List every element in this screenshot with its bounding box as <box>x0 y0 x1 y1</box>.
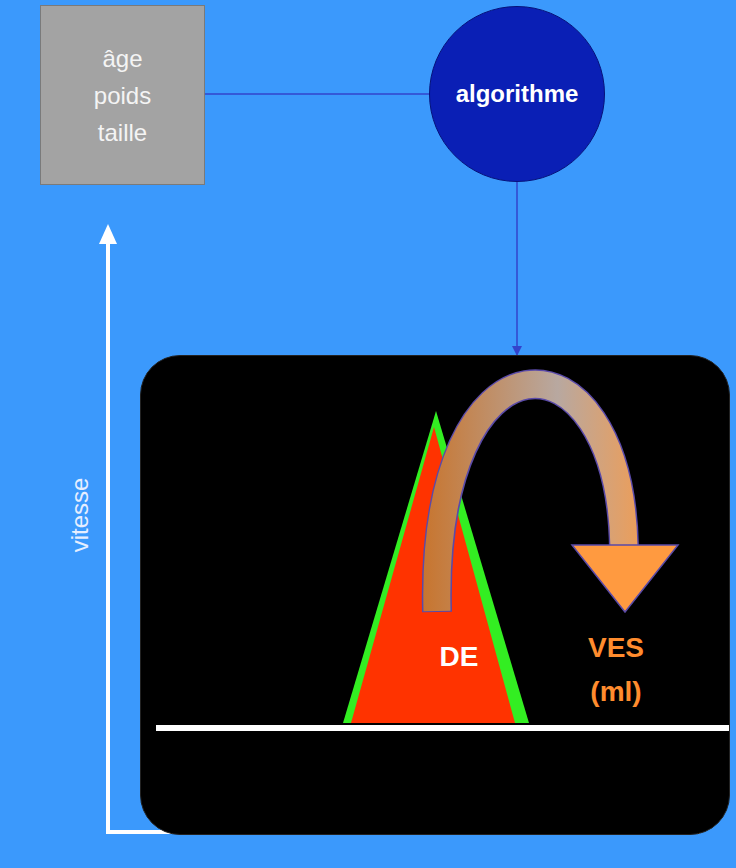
connector <box>516 182 518 355</box>
arrow-head <box>572 545 678 612</box>
ves-label: VES (ml) <box>571 626 661 714</box>
input-box: âge poids taille <box>40 5 205 185</box>
axis-label: vitesse <box>66 478 94 553</box>
arrow-band-outline <box>437 384 624 612</box>
axis-arrowhead <box>99 224 117 244</box>
triangle-outline <box>339 409 533 725</box>
display-screen: VES (ml) DE <box>140 355 730 835</box>
triangle-shape: DE <box>339 409 533 725</box>
input-text: âge poids taille <box>83 40 163 151</box>
de-label: DE <box>409 641 509 673</box>
green-outline <box>343 411 529 723</box>
connector <box>205 93 429 95</box>
arrow-band <box>437 384 624 611</box>
red-fill <box>351 427 515 723</box>
baseline <box>156 725 729 731</box>
vertical-axis <box>106 240 110 834</box>
algorithm-label: algorithme <box>456 80 579 108</box>
algorithm-circle: algorithme <box>429 6 605 182</box>
